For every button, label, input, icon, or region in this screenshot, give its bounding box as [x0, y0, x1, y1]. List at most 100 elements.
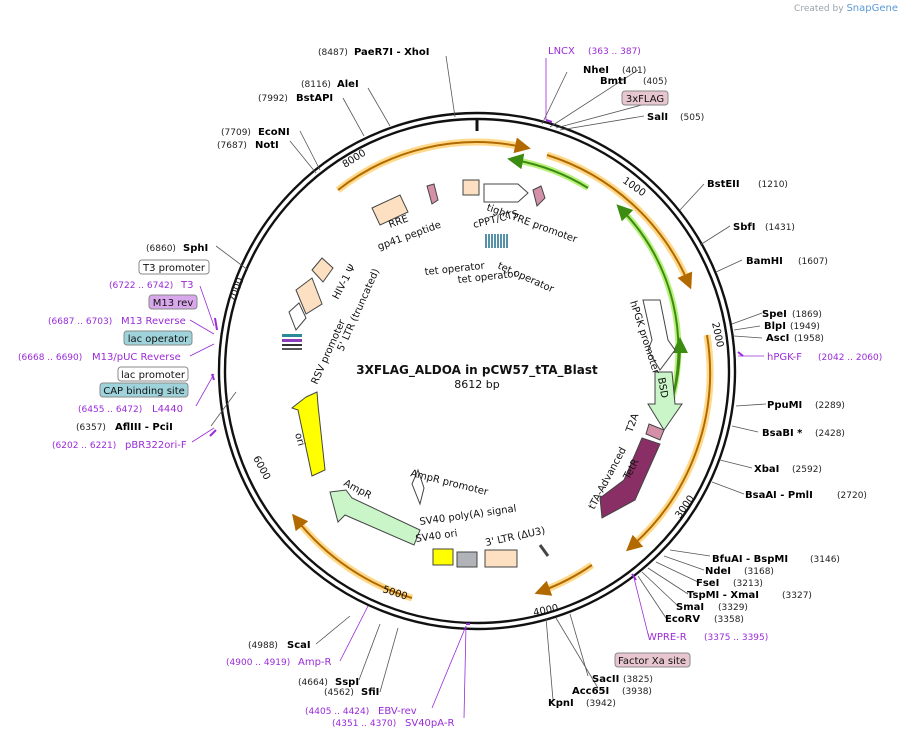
enzyme-name: BsaBI *: [762, 428, 803, 439]
enzyme-pos: (3168): [744, 567, 774, 577]
enzyme-name: SmaI: [676, 602, 704, 613]
enzyme-name: SphI: [183, 243, 208, 254]
enzyme-pos: (8487): [318, 48, 348, 58]
primer-pos: (2042 .. 2060): [818, 353, 882, 363]
enzyme-pos: (505): [680, 113, 704, 123]
primer-pos: (4405 .. 4424): [305, 707, 369, 717]
map-length: 8612 bp: [454, 378, 499, 391]
primer-name: Amp-R: [298, 657, 332, 668]
primer-pos: (6668 .. 6690): [18, 353, 82, 363]
enzyme-pos: (3938): [622, 687, 652, 697]
primer-name: M13 Reverse: [121, 316, 186, 327]
enzyme-name: AscI: [766, 333, 789, 344]
box-3xflag: 3xFLAG: [626, 94, 664, 105]
enzyme-name: EcoNI: [258, 127, 290, 138]
feature-bsd: BSD: [655, 377, 669, 400]
enzyme-pos: (401): [622, 66, 646, 76]
enzyme-name: BamHI: [746, 256, 783, 267]
enzyme-pos: (1869): [792, 310, 822, 320]
enzyme-name: SalI: [647, 112, 668, 123]
enzyme-name: SpeI: [762, 309, 787, 320]
enzyme-pos: (8116): [301, 80, 331, 90]
feature-t2a: T2A: [624, 412, 641, 435]
credit-prefix: Created by: [794, 4, 844, 14]
primer-labels: LNCX(363 .. 387) (6722 .. 6742)T3 (6687 …: [18, 46, 882, 729]
primer-name: L4440: [152, 404, 183, 415]
primer-pos: (6455 .. 6472): [78, 405, 142, 415]
enzyme-pos: (2428): [815, 429, 845, 439]
enzyme-name: NheI: [583, 65, 609, 76]
enzyme-pos: (2720): [837, 491, 867, 501]
enzyme-name: PpuMI: [767, 400, 802, 411]
tick-6000: 6000: [250, 454, 272, 482]
enzyme-pos: (7709): [221, 128, 251, 138]
primer-name: EBV-rev: [378, 706, 417, 717]
primer-pos: (363 .. 387): [588, 47, 641, 57]
feature-sv40pa: SV40 poly(A) signal: [419, 503, 517, 527]
tick-2000: 2000: [709, 321, 725, 348]
primer-name: WPRE-R: [647, 632, 687, 643]
box-lac-operator: lac operator: [128, 334, 189, 345]
enzyme-name: TspMI - XmaI: [687, 590, 759, 601]
feature-psi: HIV-1 Ψ: [331, 263, 358, 302]
box-m13-rev: M13 rev: [153, 298, 194, 309]
enzyme-name: SfiI: [361, 687, 379, 698]
primer-name: M13/pUC Reverse: [92, 352, 181, 363]
backbone-outer: [217, 111, 737, 631]
boxed-labels: 3xFLAG T3 promoter M13 rev lac operator …: [99, 90, 691, 668]
enzyme-pos: (2289): [815, 401, 845, 411]
feature-ori: ori: [292, 432, 306, 448]
enzyme-name: FseI: [696, 578, 719, 589]
primer-name: T3: [180, 280, 193, 291]
tick-4000: 4000: [532, 603, 559, 619]
map-title: 3XFLAG_ALDOA in pCW57_tTA_Blast: [356, 363, 598, 378]
box-cap-site: CAP binding site: [103, 386, 185, 397]
green-arrows: [507, 153, 688, 411]
primer-name: LNCX: [548, 46, 575, 57]
enzyme-pos: (4664): [298, 678, 328, 688]
feature-sv40ori: SV40 ori: [415, 528, 458, 545]
enzyme-name: SspI: [335, 677, 359, 688]
enzyme-pos: (1431): [765, 223, 795, 233]
enzyme-pos: (3213): [733, 579, 763, 589]
tick-5000: 5000: [381, 584, 409, 602]
enzyme-name: NotI: [255, 140, 279, 151]
enzyme-labels: (8487)PaeR7I - XhoI (8116)AleI (7992)Bst…: [76, 47, 867, 709]
enzyme-name: AflIII - PciI: [115, 422, 173, 433]
box-lac-promoter: lac promoter: [121, 370, 186, 381]
primer-name: hPGK-F: [767, 352, 802, 363]
box-factor-xa: Factor Xa site: [618, 656, 686, 667]
enzyme-pos: (1607): [798, 257, 828, 267]
enzyme-name: BfuAI - BspMI: [712, 554, 788, 565]
enzyme-pos: (6357): [76, 423, 106, 433]
primer-name: SV40pA-R: [405, 718, 454, 729]
primer-marks: [209, 119, 744, 625]
primer-pos: (3375 .. 3395): [704, 633, 768, 643]
enzyme-pos: (7687): [217, 141, 247, 151]
enzyme-name: BsaAI - PmlI: [745, 490, 813, 501]
enzyme-pos: (2592): [792, 465, 822, 475]
enzyme-pos: (4988): [248, 641, 278, 651]
enzyme-name: AleI: [337, 79, 359, 90]
enzyme-name: NdeI: [705, 566, 731, 577]
enzyme-pos: (1949): [790, 322, 820, 332]
enzyme-pos: (4562): [324, 688, 354, 698]
box-t3-promoter: T3 promoter: [142, 263, 206, 274]
feature-3ltr: 3' LTR (ΔU3): [484, 525, 546, 548]
enzyme-pos: (3942): [586, 699, 616, 709]
primer-leaders: [189, 58, 764, 719]
snapgene-logo: SnapGene: [846, 3, 898, 14]
enzyme-pos: (7992): [258, 94, 288, 104]
enzyme-name: SacII: [592, 674, 619, 685]
enzyme-pos: (1958): [794, 334, 824, 344]
primer-pos: (4900 .. 4919): [226, 658, 290, 668]
enzyme-pos: (405): [643, 77, 667, 87]
enzyme-name: XbaI: [754, 464, 779, 475]
enzyme-name: Acc65I: [572, 686, 609, 697]
enzyme-pos: (6860): [146, 244, 176, 254]
enzyme-name: BlpI: [764, 321, 786, 332]
enzyme-pos: (3329): [718, 603, 748, 613]
enzyme-name: SbfI: [733, 222, 755, 233]
primer-pos: (6687 .. 6703): [48, 317, 112, 327]
